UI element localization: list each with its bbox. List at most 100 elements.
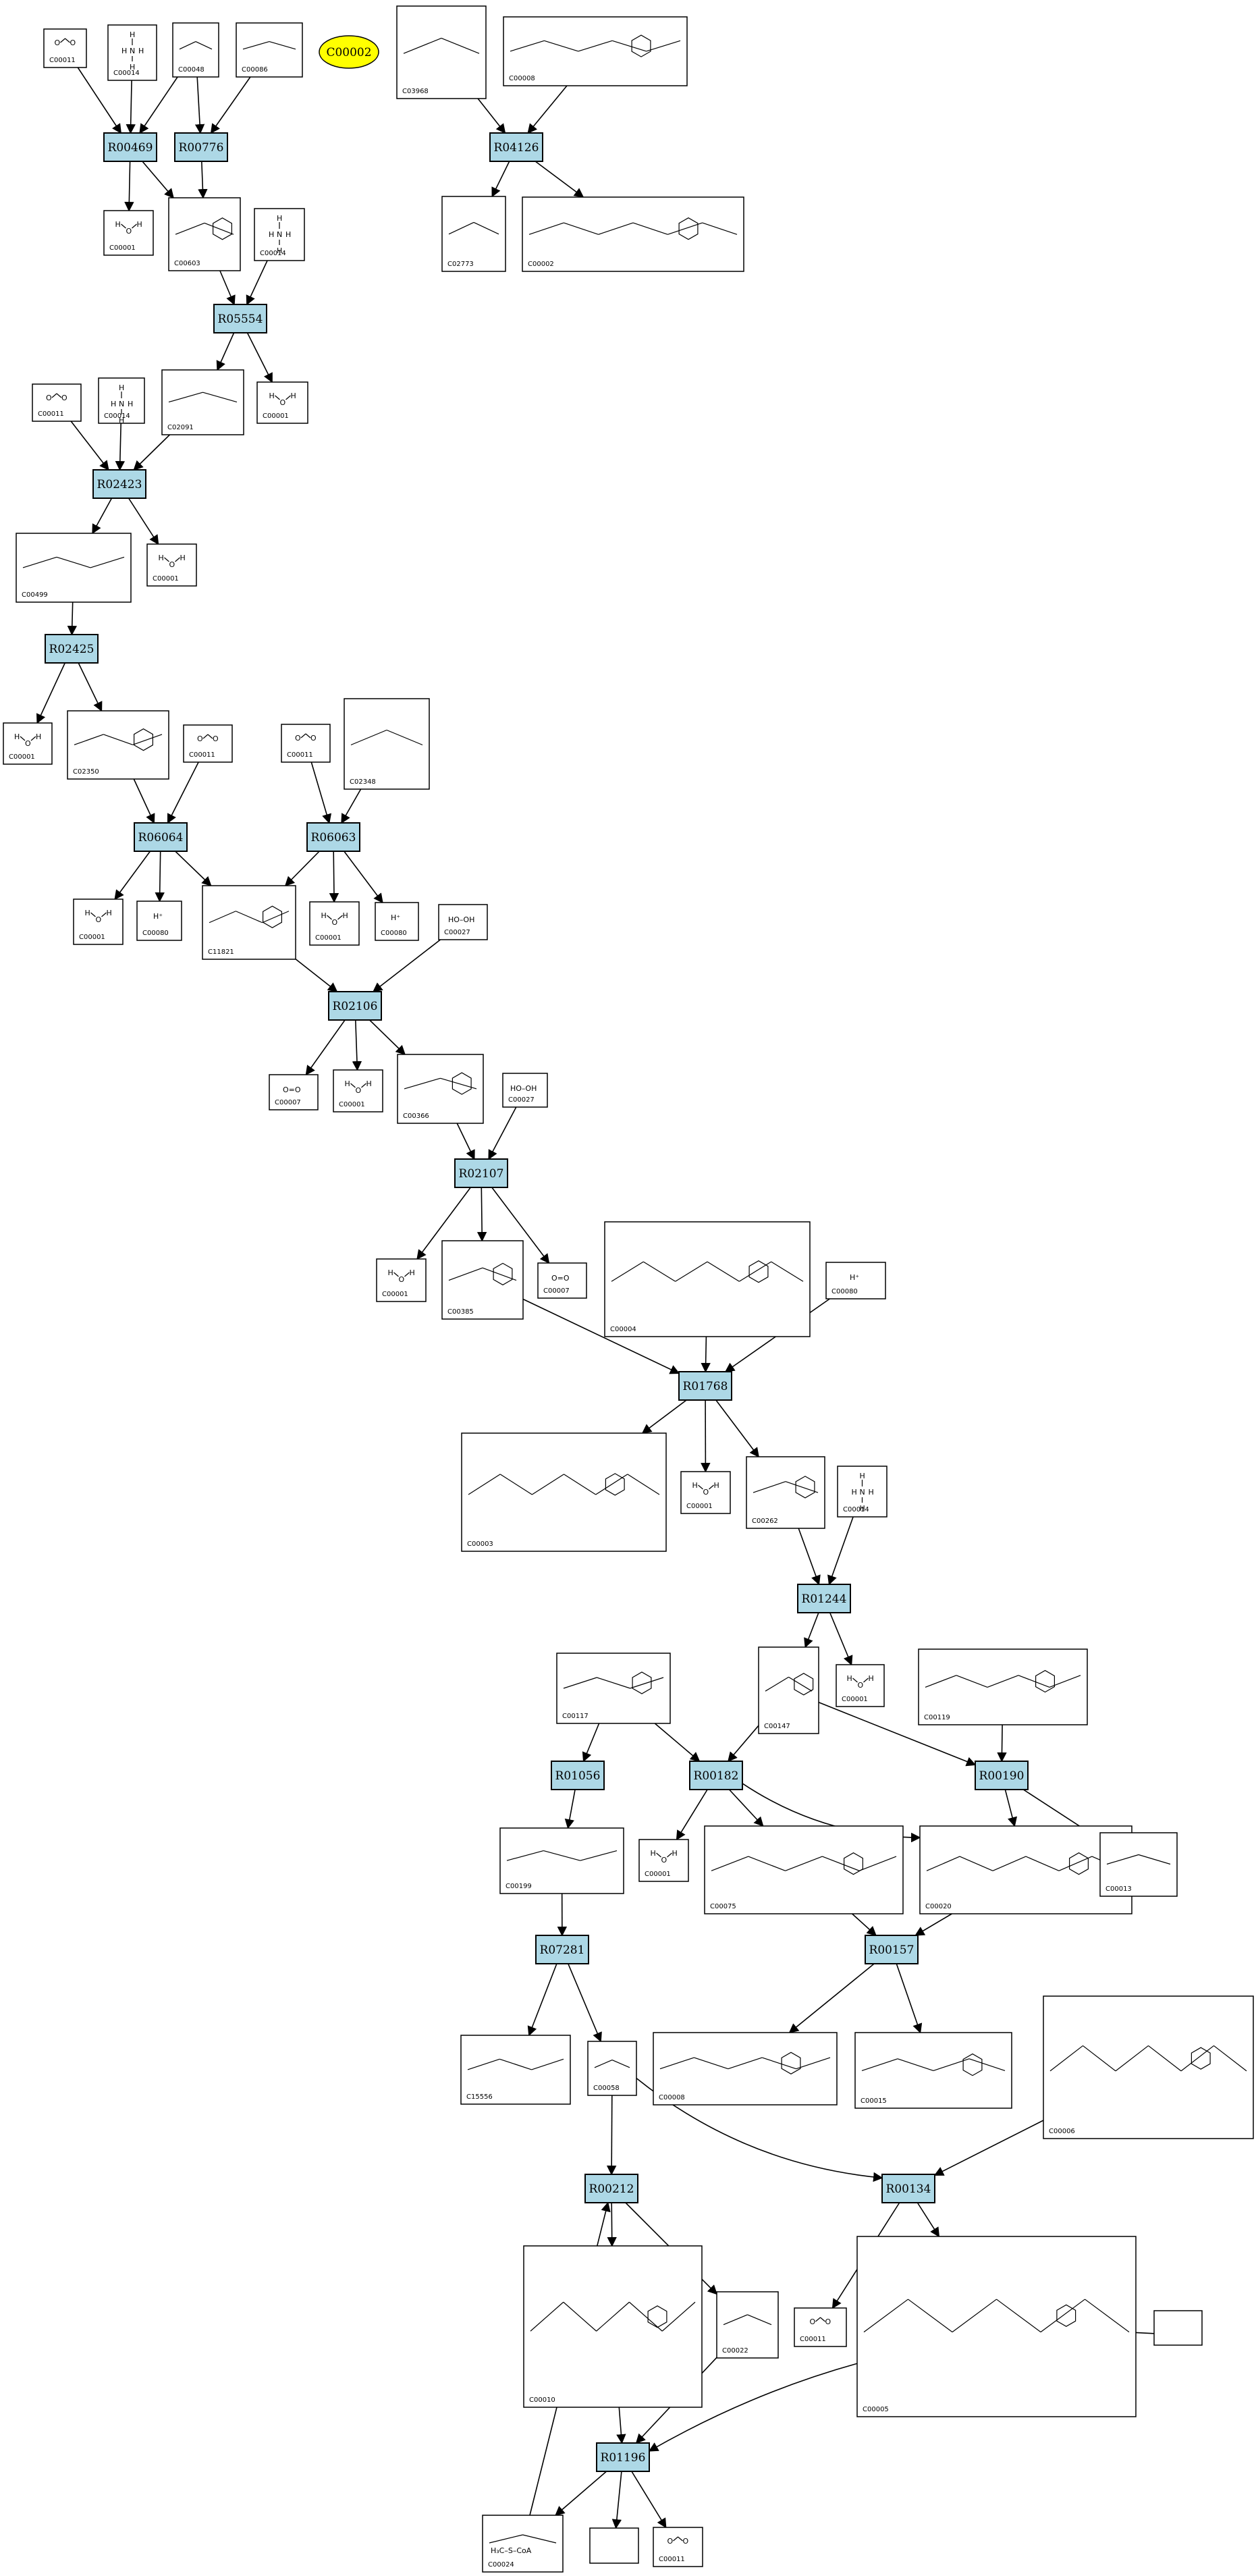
reaction-edge — [522, 1298, 680, 1374]
compound-node[interactable]: C00385 — [441, 1240, 524, 1320]
reaction-node[interactable]: R05554 — [213, 304, 267, 333]
molecule-structure — [711, 1852, 897, 1875]
compound-node[interactable] — [1153, 2310, 1203, 2346]
compound-node[interactable]: C00004 — [604, 1221, 811, 1337]
compound-node[interactable]: C00199 — [499, 1827, 624, 1894]
compound-id: C00117 — [562, 1713, 589, 1720]
compound-node[interactable]: C02350 — [67, 710, 169, 780]
reaction-node[interactable]: R00776 — [174, 132, 228, 162]
reaction-node[interactable]: R06063 — [306, 822, 360, 852]
reaction-node[interactable]: R06064 — [134, 822, 188, 852]
compound-node[interactable]: C00013 — [1099, 1832, 1178, 1897]
svg-text:H: H — [85, 909, 90, 917]
svg-text:O: O — [197, 734, 203, 743]
compound-node[interactable]: C03968 — [396, 5, 487, 99]
compound-node[interactable]: C00022 — [716, 2291, 779, 2359]
compound-node[interactable]: C00008 — [503, 16, 688, 86]
compound-node[interactable]: C02348 — [344, 698, 430, 790]
reaction-node[interactable]: R04126 — [489, 132, 543, 162]
compound-node[interactable]: C00008 — [653, 2032, 838, 2105]
compound-node[interactable]: C00499 — [16, 533, 132, 603]
reaction-node[interactable]: R00469 — [103, 132, 157, 162]
compound-node[interactable]: C00117 — [556, 1653, 671, 1724]
compound-node[interactable]: H⁺C00080 — [136, 901, 182, 941]
svg-text:N: N — [130, 47, 135, 55]
compound-node[interactable]: C00366 — [397, 1054, 484, 1124]
compound-box — [73, 898, 124, 945]
compound-node[interactable]: C02773 — [441, 196, 506, 272]
reaction-node[interactable]: R01056 — [551, 1761, 605, 1790]
compound-node[interactable]: C11821 — [202, 885, 296, 960]
reaction-node[interactable]: R00134 — [881, 2174, 935, 2203]
compound-node[interactable]: C00048 — [172, 22, 219, 78]
compound-node[interactable]: C00015 — [854, 2032, 1012, 2109]
reaction-node[interactable]: R02423 — [92, 469, 146, 499]
reaction-node[interactable]: R01196 — [596, 2442, 650, 2472]
compound-box — [397, 1054, 484, 1124]
compound-node[interactable]: H⁺C00080 — [825, 1262, 886, 1299]
highlight-compound[interactable]: C00002 — [319, 35, 379, 69]
compound-node[interactable]: C00086 — [236, 22, 303, 78]
compound-node[interactable]: C00003 — [461, 1432, 667, 1552]
compound-box — [502, 1073, 548, 1108]
reaction-node[interactable]: R00182 — [689, 1761, 743, 1790]
compound-node[interactable]: C00006 — [1043, 1995, 1254, 2139]
compound-node[interactable]: C02091 — [161, 369, 244, 435]
reaction-node[interactable]: R02106 — [328, 991, 382, 1021]
molecule-structure — [22, 556, 125, 568]
compound-node[interactable]: C00010 — [523, 2245, 703, 2408]
reaction-node[interactable]: R00190 — [975, 1761, 1029, 1790]
compound-node[interactable]: H⁺C00080 — [375, 902, 419, 941]
reaction-box — [584, 2174, 638, 2203]
reaction-node[interactable]: R07281 — [535, 1935, 589, 1964]
svg-text:O: O — [667, 2537, 674, 2546]
reaction-node[interactable]: R00157 — [865, 1935, 919, 1964]
compound-node[interactable]: C00147 — [758, 1646, 819, 1734]
compound-node[interactable]: C00058 — [587, 2041, 637, 2096]
compound-node[interactable]: C00005 — [856, 2236, 1137, 2417]
compound-node[interactable]: C00002 — [522, 196, 744, 272]
compound-node[interactable]: C15556 — [460, 2035, 571, 2105]
reaction-edge — [491, 161, 510, 198]
reaction-node[interactable]: R01768 — [678, 1371, 732, 1401]
reaction-node[interactable]: R00212 — [584, 2174, 638, 2203]
reaction-edge — [852, 1913, 877, 1936]
reaction-node[interactable]: R02425 — [45, 634, 99, 664]
compound-node[interactable]: C00262 — [746, 1456, 825, 1529]
compound-node[interactable]: C00119 — [918, 1648, 1088, 1725]
compound-node[interactable]: C00603 — [168, 197, 241, 271]
reaction-edge — [133, 778, 155, 824]
reaction-node[interactable]: R02107 — [454, 1158, 508, 1188]
compound-id: C00007 — [543, 1287, 570, 1295]
reaction-node[interactable]: R01244 — [797, 1584, 851, 1613]
compound-node[interactable] — [589, 2527, 639, 2564]
compound-box — [680, 1471, 731, 1514]
compound-node[interactable]: C00075 — [704, 1825, 904, 1914]
